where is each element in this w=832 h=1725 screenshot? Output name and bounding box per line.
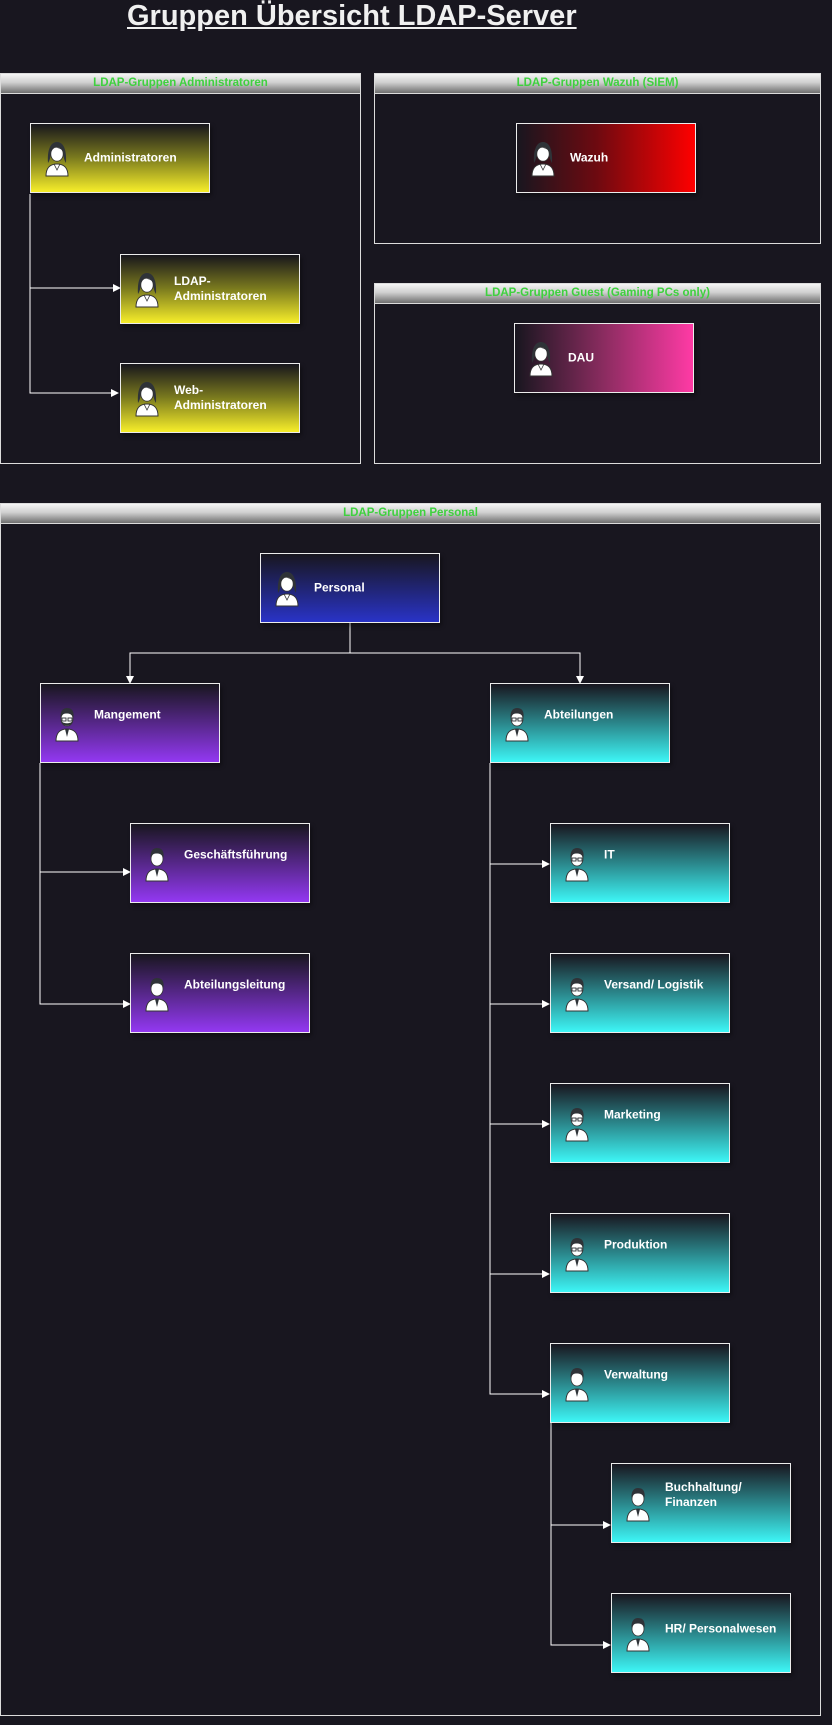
container-header-wazuh: LDAP-Gruppen Wazuh (SIEM) [375, 74, 820, 94]
node-label: Versand/ Logistik [604, 977, 704, 992]
node-web-administratoren[interactable]: Web-Administratoren [120, 363, 300, 433]
node-mangement[interactable]: Mangement [40, 683, 220, 763]
male-user-icon [145, 847, 169, 882]
node-produktion[interactable]: Produktion [550, 1213, 730, 1293]
node-dau[interactable]: DAU [514, 323, 694, 393]
node-wazuh[interactable]: Wazuh [516, 123, 696, 193]
male-user-beard-icon [53, 704, 81, 742]
node-ldap-administratoren[interactable]: LDAP- Administratoren [120, 254, 300, 324]
node-administratoren[interactable]: Administratoren [30, 123, 210, 193]
node-abteilungsleitung[interactable]: Abteilungsleitung [130, 953, 310, 1033]
male-user-glasses-icon [563, 1104, 591, 1142]
node-buchhaltung-finanzen[interactable]: Buchhaltung/ Finanzen [611, 1463, 791, 1543]
node-geschaeftsfuehrung[interactable]: Geschäftsführung [130, 823, 310, 903]
node-label: IT [604, 847, 615, 862]
node-verwaltung[interactable]: Verwaltung [550, 1343, 730, 1423]
container-header-guest: LDAP-Gruppen Guest (Gaming PCs only) [375, 284, 820, 304]
node-label: LDAP- Administratoren [174, 274, 267, 303]
node-label: Buchhaltung/ Finanzen [665, 1480, 742, 1510]
male-user-glasses-icon [563, 1234, 591, 1272]
node-marketing[interactable]: Marketing [550, 1083, 730, 1163]
node-label: Mangement [94, 707, 161, 722]
page-title: Gruppen Übersicht LDAP-Server [127, 0, 577, 32]
female-user-icon [135, 272, 159, 308]
node-label: Wazuh [570, 150, 609, 165]
female-user-icon [529, 341, 553, 377]
container-personal: LDAP-Gruppen Personal [0, 503, 821, 1716]
female-user-icon [135, 381, 159, 417]
male-user-glasses-icon [503, 704, 531, 742]
node-abteilungen[interactable]: Abteilungen [490, 683, 670, 763]
container-admins: LDAP-Gruppen Administratoren [0, 73, 361, 464]
container-header-personal: LDAP-Gruppen Personal [1, 504, 820, 524]
node-label: Marketing [604, 1107, 661, 1122]
male-user-icon [626, 1487, 650, 1522]
male-user-glasses-icon [563, 844, 591, 882]
node-label: Personal [314, 580, 365, 595]
male-user-icon [145, 977, 169, 1012]
node-hr-personalwesen[interactable]: HR/ Personalwesen [611, 1593, 791, 1673]
female-user-icon [45, 141, 69, 177]
female-user-icon [275, 571, 299, 607]
female-user-icon [531, 141, 555, 177]
node-label: Produktion [604, 1237, 668, 1252]
node-label: Administratoren [84, 150, 177, 165]
node-personal[interactable]: Personal [260, 553, 440, 623]
node-label: Geschäftsführung [184, 847, 288, 862]
node-label: Abteilungsleitung [184, 977, 286, 992]
node-label: Web-Administratoren [174, 383, 267, 412]
container-guest: LDAP-Gruppen Guest (Gaming PCs only) [374, 283, 821, 464]
node-it[interactable]: IT [550, 823, 730, 903]
node-versand-logistik[interactable]: Versand/ Logistik [550, 953, 730, 1033]
container-wazuh: LDAP-Gruppen Wazuh (SIEM) [374, 73, 821, 244]
node-label: DAU [568, 350, 594, 365]
node-label: Abteilungen [544, 707, 614, 722]
node-label: Verwaltung [604, 1367, 669, 1382]
male-user-icon [565, 1367, 589, 1402]
male-user-icon [626, 1617, 650, 1652]
node-label: HR/ Personalwesen [665, 1621, 777, 1636]
male-user-glasses-icon [563, 974, 591, 1012]
container-header-admins: LDAP-Gruppen Administratoren [1, 74, 360, 94]
